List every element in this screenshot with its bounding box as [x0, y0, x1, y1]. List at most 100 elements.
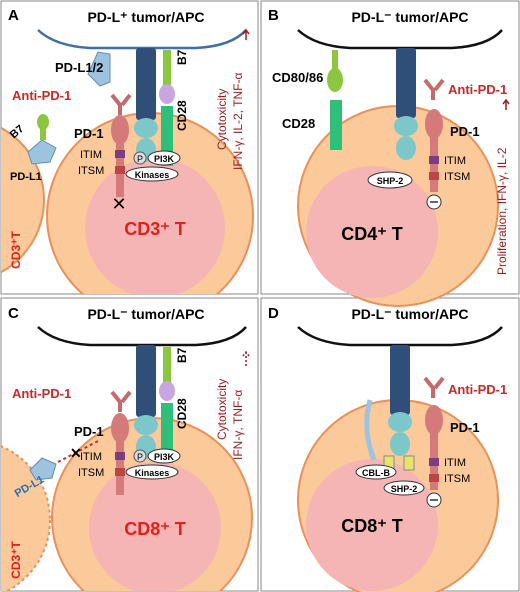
tcr-body-d: [390, 432, 410, 456]
up-arrow-icon-b: [502, 98, 510, 110]
cell-label-b: CD4⁺ T: [341, 224, 403, 244]
ptm-box-2: [403, 455, 415, 471]
cd28-b: [330, 100, 342, 150]
shp2-label-d: SHP-2: [391, 484, 418, 494]
mhc-tcr-a: [136, 48, 156, 120]
side-cell-label-c: CD3⁺T: [9, 540, 23, 578]
panel-a: A PD-L⁺ tumor/APC CD3⁺ T CD3⁺T PD-L1 B7 …: [1, 7, 254, 294]
b7-side-stalk: [40, 124, 46, 140]
panel-a-letter: A: [8, 7, 19, 24]
itim-label-c: ITIM: [80, 451, 102, 463]
itsm-label-b: ITSM: [444, 171, 470, 183]
b7-head-c: [159, 381, 175, 401]
pdl1-side-a: [27, 139, 57, 165]
itsm-box-d: [429, 474, 439, 482]
anti-pd1-antibody-c: [110, 390, 132, 412]
pd1-label-b: PD-1: [450, 124, 480, 139]
side-cell-label-a: CD3⁺T: [9, 230, 23, 268]
tcr-head-d: [388, 412, 412, 432]
anti-pd1-antibody-d: [423, 376, 445, 398]
cd80-label: CD80/86: [272, 70, 323, 85]
pd1-receptor-b: [425, 109, 443, 139]
cd28-label-b: CD28: [282, 116, 315, 131]
cblb-oval: [355, 464, 397, 480]
p-circle-a: [133, 151, 147, 165]
cell-label-d: CD8⁺ T: [341, 516, 403, 536]
pd1-receptor-a: [111, 115, 129, 145]
cell-label-c: CD8⁺ T: [124, 519, 186, 539]
side-text-a2: IFN-γ, IL-2, TNF-α: [231, 73, 245, 170]
tcr-body-b: [396, 136, 416, 160]
itim-box-b: [429, 156, 439, 164]
shp2-oval-d: [383, 480, 425, 496]
itim-box-d: [429, 458, 439, 466]
panel-c-title: PD-L⁻ tumor/APC: [87, 306, 204, 322]
b7-side-a: [37, 114, 49, 130]
anti-pd1-label-d: Anti-PD-1: [448, 382, 507, 397]
pdl1-side-c: [29, 457, 57, 481]
itim-label-b: ITIM: [444, 155, 466, 167]
side-text-a1: Cytotoxicity: [215, 89, 229, 150]
itim-label-d: ITIM: [444, 457, 466, 469]
itsm-label-d: ITSM: [444, 473, 470, 485]
mhc-tcr-c: [136, 345, 156, 417]
panel-d: D PD-L⁻ tumor/APC CD8⁺ T CBL-B SHP-2 Ant…: [268, 305, 507, 592]
anti-pd1-label-b: Anti-PD-1: [448, 82, 507, 97]
cblb-label: CBL-B: [362, 468, 390, 478]
side-text-c2: IFN-γ, TNF-α: [231, 390, 245, 460]
panel-b: B PD-L⁻ tumor/APC CD4⁺ T CD80/86 CD28 SH…: [268, 7, 510, 307]
side-cd3-cell-c: [1, 445, 51, 591]
panel-b-letter: B: [268, 7, 279, 24]
pd1-label-a: PD-1: [74, 126, 104, 141]
tcr-head-b: [394, 116, 418, 136]
panel-d-title: PD-L⁻ tumor/APC: [351, 306, 468, 322]
pdl1-side-label: PD-L1: [10, 171, 42, 183]
p-label-a: P: [137, 154, 143, 164]
dashed-arrow-c: [57, 439, 101, 463]
mhc-tcr-b: [396, 48, 416, 118]
kinases-label-a: Kinases: [135, 170, 170, 180]
tcr-head-a: [134, 118, 158, 138]
itsm-box-b: [429, 172, 439, 180]
pd1-tail-c: [116, 440, 124, 495]
b7-label-a: B7: [175, 49, 189, 65]
pd1-receptor-d: [425, 405, 443, 435]
nucleus-b: [306, 166, 438, 298]
pdl12-molecule: [87, 51, 111, 87]
kinases-oval-c: [125, 464, 179, 480]
pi3k-label-c: PI3K: [154, 452, 175, 462]
receptor-chain-d: [364, 399, 377, 461]
mhc-tcr-d: [390, 345, 410, 415]
cd80-stalk: [332, 50, 338, 72]
b7-stalk-a: [163, 50, 171, 86]
pd1-receptor-c: [111, 413, 129, 443]
cd28-label-c: CD28: [175, 398, 189, 429]
shp2-oval-b: [367, 171, 413, 189]
kinases-oval-a: [125, 166, 179, 182]
kinases-label-c: Kinases: [135, 468, 170, 478]
panel-b-title: PD-L⁻ tumor/APC: [351, 9, 468, 25]
dashed-up-arrow-icon: [242, 350, 250, 366]
panel-c: C PD-L⁻ tumor/APC CD8⁺ T CD3⁺T PD-L1 ✕ A…: [1, 305, 253, 591]
tcr-head-c: [134, 415, 158, 435]
p-circle-c: [133, 449, 147, 463]
cd28-label-a: CD28: [175, 100, 189, 131]
side-text-c1: Cytotoxicity: [215, 379, 229, 440]
cd28-c: [161, 403, 173, 463]
p-label-c: P: [137, 452, 143, 462]
blocked-x-c: ✕: [70, 445, 82, 461]
pdl12-label: PD-L1/2: [55, 60, 103, 75]
up-arrow-icon: [242, 28, 250, 40]
itsm-box-a: [115, 166, 125, 174]
panel-a-title: PD-L⁺ tumor/APC: [87, 9, 204, 25]
b7-stalk-c: [163, 347, 171, 383]
pd1-label-d: PD-1: [450, 420, 480, 435]
itim-box-a: [115, 150, 125, 158]
shp2-label-b: SHP-2: [377, 176, 404, 186]
anti-pd1-label-a: Anti-PD-1: [12, 88, 71, 103]
itsm-label-c: ITSM: [78, 467, 104, 479]
pd1-label-c: PD-1: [74, 424, 104, 439]
cell-label-a: CD3⁺ T: [124, 219, 186, 239]
itsm-label-a: ITSM: [78, 165, 104, 177]
